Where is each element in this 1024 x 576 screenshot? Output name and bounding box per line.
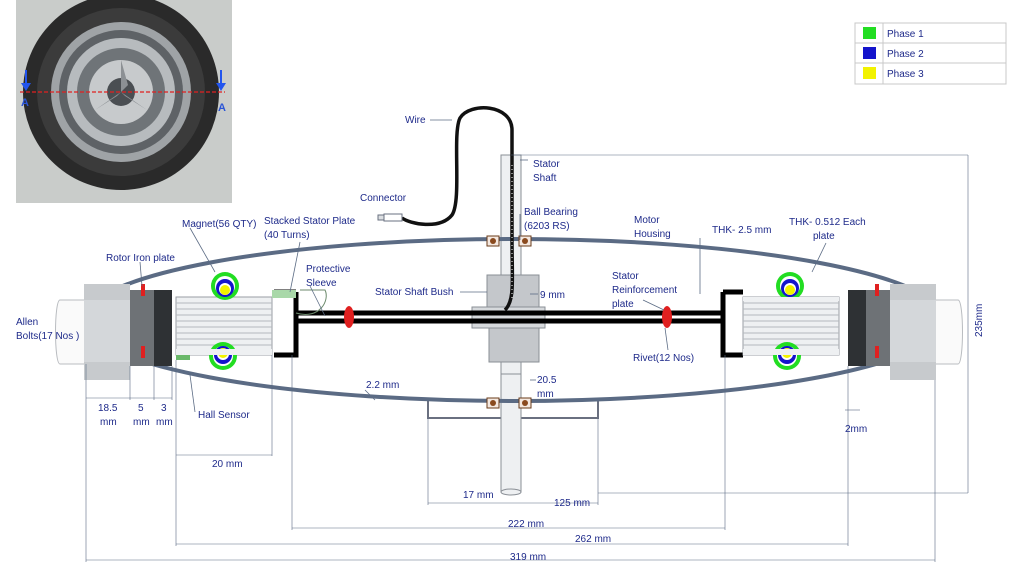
dim-3-line2: mm xyxy=(156,417,173,428)
label-connector: Connector xyxy=(360,193,407,204)
label-stacked-stator-line1: Stacked Stator Plate xyxy=(264,216,356,227)
dim-235mm: 235mm xyxy=(974,304,985,337)
stator-shaft-bush xyxy=(471,274,546,375)
dim-125mm: 125 mm xyxy=(554,498,590,509)
dim-3-line1: 3 xyxy=(161,403,167,414)
ball-bearing-top xyxy=(486,235,532,247)
label-stator-shaft-bush: Stator Shaft Bush xyxy=(375,287,453,298)
left-end-cap xyxy=(55,284,130,380)
coil-left-top xyxy=(211,272,239,300)
label-stator-shaft-line1: Stator xyxy=(533,159,560,170)
label-ball-bearing-line2: (6203 RS) xyxy=(524,221,570,232)
legend-swatch-phase-1 xyxy=(863,27,876,39)
dim-262mm: 262 mm xyxy=(575,534,611,545)
label-protective-sleeve-line1: Protective xyxy=(306,264,351,275)
label-thk-2-5: THK- 2.5 mm xyxy=(712,225,771,236)
dim-222mm: 222 mm xyxy=(508,519,544,530)
dimension-lines xyxy=(85,154,969,562)
label-wire: Wire xyxy=(405,115,426,126)
coil-right-bottom xyxy=(743,342,839,370)
label-allen-bolts-line2: Bolts(17 Nos ) xyxy=(16,331,79,342)
dim-5-line1: 5 xyxy=(138,403,144,414)
motor-photo: A A xyxy=(16,0,232,203)
connector-icon xyxy=(377,213,403,222)
rivet-left xyxy=(344,306,354,328)
coil-right-top xyxy=(743,272,839,301)
rotor-iron-plate-left xyxy=(130,290,172,366)
stacked-stator-plate-left xyxy=(175,290,296,360)
dim-20-5-line2: mm xyxy=(537,389,554,400)
section-arrow-left-icon xyxy=(21,70,31,91)
label-stator-reinforcement-line3: plate xyxy=(612,299,634,310)
legend-swatch-phase-3 xyxy=(863,67,876,79)
ball-bearing-bottom xyxy=(486,397,532,409)
rivet-right xyxy=(662,306,672,328)
dim-5-line2: mm xyxy=(133,417,150,428)
dim-2-2mm: 2.2 mm xyxy=(366,380,399,391)
label-thk-0512-line2: plate xyxy=(813,231,835,242)
phase-legend: Phase 1 Phase 2 Phase 3 xyxy=(854,22,1007,85)
section-label-left: A xyxy=(21,97,29,109)
label-stator-reinforcement-line1: Stator xyxy=(612,271,639,282)
label-stacked-stator-line2: (40 Turns) xyxy=(264,230,310,241)
label-stator-shaft-line2: Shaft xyxy=(533,173,557,184)
label-stator-reinforcement-line2: Reinforcement xyxy=(612,285,677,296)
dimension-labels: 9 mm 2.2 mm 20.5 mm 18.5 mm 5 mm 3 mm 2m… xyxy=(98,290,985,563)
label-hall-sensor: Hall Sensor xyxy=(198,410,250,421)
label-allen-bolts-line1: Allen xyxy=(16,317,38,328)
wire xyxy=(295,106,515,315)
rotor-iron-plate-right xyxy=(848,290,890,366)
label-magnet: Magnet(56 QTY) xyxy=(182,219,256,230)
allen-bolt-right xyxy=(875,284,879,358)
component-labels: Wire Stator Shaft Connector Ball Bearing… xyxy=(16,115,866,421)
legend-label-phase-1: Phase 1 xyxy=(887,29,924,40)
leader-lines xyxy=(139,119,827,413)
label-motor-housing-line1: Motor xyxy=(634,215,660,226)
dim-9mm: 9 mm xyxy=(540,290,565,301)
dim-20mm: 20 mm xyxy=(212,459,243,470)
dim-2mm: 2mm xyxy=(845,424,867,435)
section-label-right: A xyxy=(218,102,226,114)
coil-left-bottom xyxy=(176,342,272,370)
dim-319mm: 319 mm xyxy=(510,552,546,563)
label-motor-housing-line2: Housing xyxy=(634,229,671,240)
dim-20-5-line1: 20.5 xyxy=(537,375,557,386)
label-protective-sleeve-line2: Sleeve xyxy=(306,278,337,289)
right-end-cap xyxy=(890,284,963,380)
allen-bolt-left xyxy=(141,284,145,358)
dim-18-5-line1: 18.5 xyxy=(98,403,118,414)
label-rotor-iron-plate: Rotor Iron plate xyxy=(106,253,175,264)
legend-swatch-phase-2 xyxy=(863,47,876,59)
label-ball-bearing-line1: Ball Bearing xyxy=(524,207,578,218)
legend-label-phase-3: Phase 3 xyxy=(887,69,924,80)
legend-label-phase-2: Phase 2 xyxy=(887,49,924,60)
dim-17mm: 17 mm xyxy=(463,490,494,501)
section-arrow-right-icon xyxy=(216,70,226,91)
label-thk-0512-line1: THK- 0.512 Each xyxy=(789,217,866,228)
dim-18-5-line2: mm xyxy=(100,417,117,428)
label-rivet: Rivet(12 Nos) xyxy=(633,353,694,364)
